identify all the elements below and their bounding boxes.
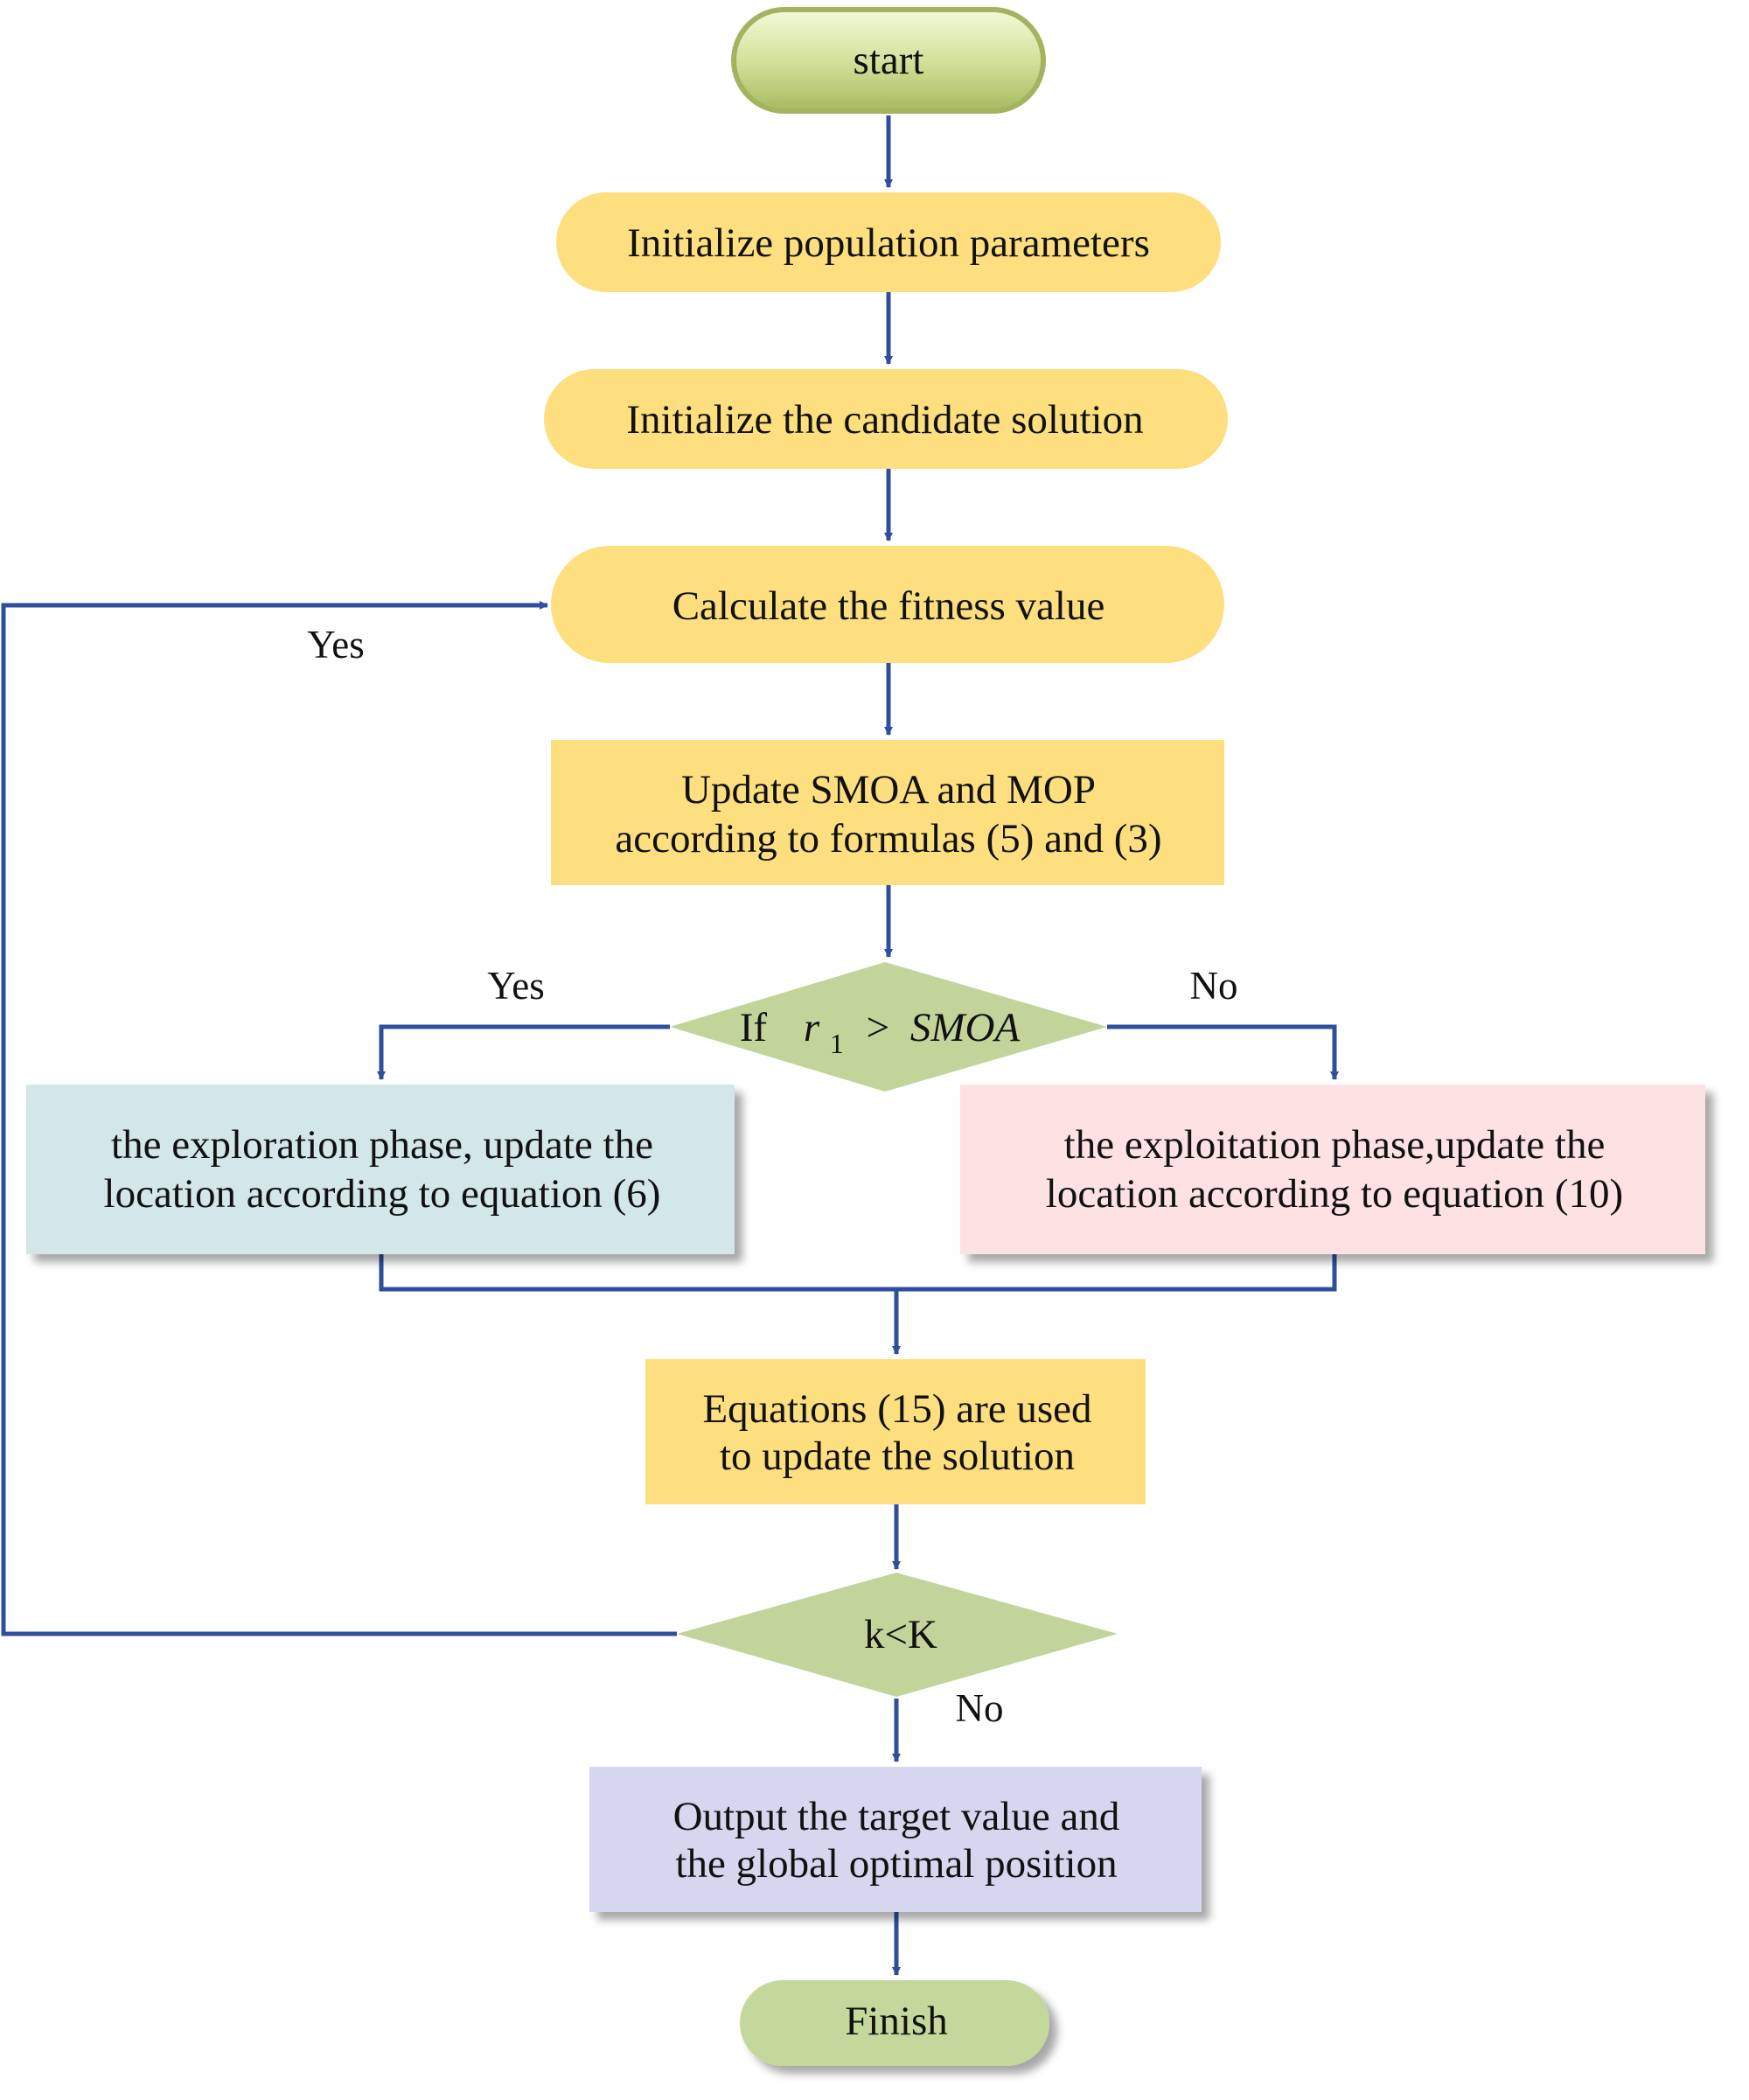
decision-smoa-formula: If r 1 > SMOA xyxy=(740,1005,1021,1063)
finish-node: Finish xyxy=(740,1980,1049,2066)
finish-label: Finish xyxy=(845,1999,948,2044)
equations-update-line1: Equations (15) are used xyxy=(702,1386,1091,1432)
label-smoa-no: No xyxy=(1190,964,1238,1008)
output-line1: Output the target value and xyxy=(673,1794,1120,1839)
start-label: start xyxy=(854,38,924,83)
arrow-loop-back-yes xyxy=(1,601,677,1636)
init-candidate-label: Initialize the candidate solution xyxy=(626,397,1143,443)
start-node: start xyxy=(731,7,1046,114)
decision-smoa-op: > xyxy=(867,1005,890,1050)
decision-smoa-sub: 1 xyxy=(830,1028,844,1059)
output-node: Output the target value and the global o… xyxy=(589,1767,1202,1912)
decision-k-label: k<K xyxy=(864,1612,937,1657)
label-loop-yes: Yes xyxy=(307,623,364,666)
init-candidate-node: Initialize the candidate solution xyxy=(544,369,1228,469)
init-population-label: Initialize population parameters xyxy=(627,220,1150,266)
exploration-line1: the exploration phase, update the xyxy=(111,1122,653,1168)
connectors xyxy=(1,115,1339,1976)
equations-update-line2: to update the solution xyxy=(720,1434,1075,1479)
label-k-no: No xyxy=(956,1686,1004,1730)
exploitation-node: the exploitation phase,update the locati… xyxy=(960,1085,1705,1254)
decision-smoa-node: If r 1 > SMOA xyxy=(670,962,1107,1092)
equations-update-node: Equations (15) are used to update the so… xyxy=(645,1359,1146,1504)
decision-k-node: k<K xyxy=(677,1573,1118,1697)
decision-smoa-var: r xyxy=(804,1005,820,1050)
calc-fitness-label: Calculate the fitness value xyxy=(672,583,1105,629)
update-smoa-line1: Update SMOA and MOP xyxy=(681,767,1096,813)
exploration-node: the exploration phase, update the locati… xyxy=(26,1085,735,1254)
decision-smoa-rhs: SMOA xyxy=(910,1005,1021,1050)
label-smoa-yes: Yes xyxy=(487,964,544,1008)
output-line2: the global optimal position xyxy=(675,1841,1117,1887)
exploration-line2: location according to equation (6) xyxy=(104,1171,661,1217)
update-smoa-line2: according to formulas (5) and (3) xyxy=(615,816,1161,862)
arrow-decision-no-to-exploitation xyxy=(1107,1024,1339,1080)
init-population-node: Initialize population parameters xyxy=(556,192,1221,292)
arrow-decision-yes-to-exploration xyxy=(377,1024,670,1080)
decision-smoa-prefix: If xyxy=(740,1005,768,1050)
exploitation-line2: location according to equation (10) xyxy=(1046,1171,1623,1217)
merge-exploration-line xyxy=(379,1254,1337,1292)
exploitation-line1: the exploitation phase,update the xyxy=(1064,1122,1606,1168)
calc-fitness-node: Calculate the fitness value xyxy=(551,546,1224,663)
update-smoa-node: Update SMOA and MOP according to formula… xyxy=(551,740,1224,885)
